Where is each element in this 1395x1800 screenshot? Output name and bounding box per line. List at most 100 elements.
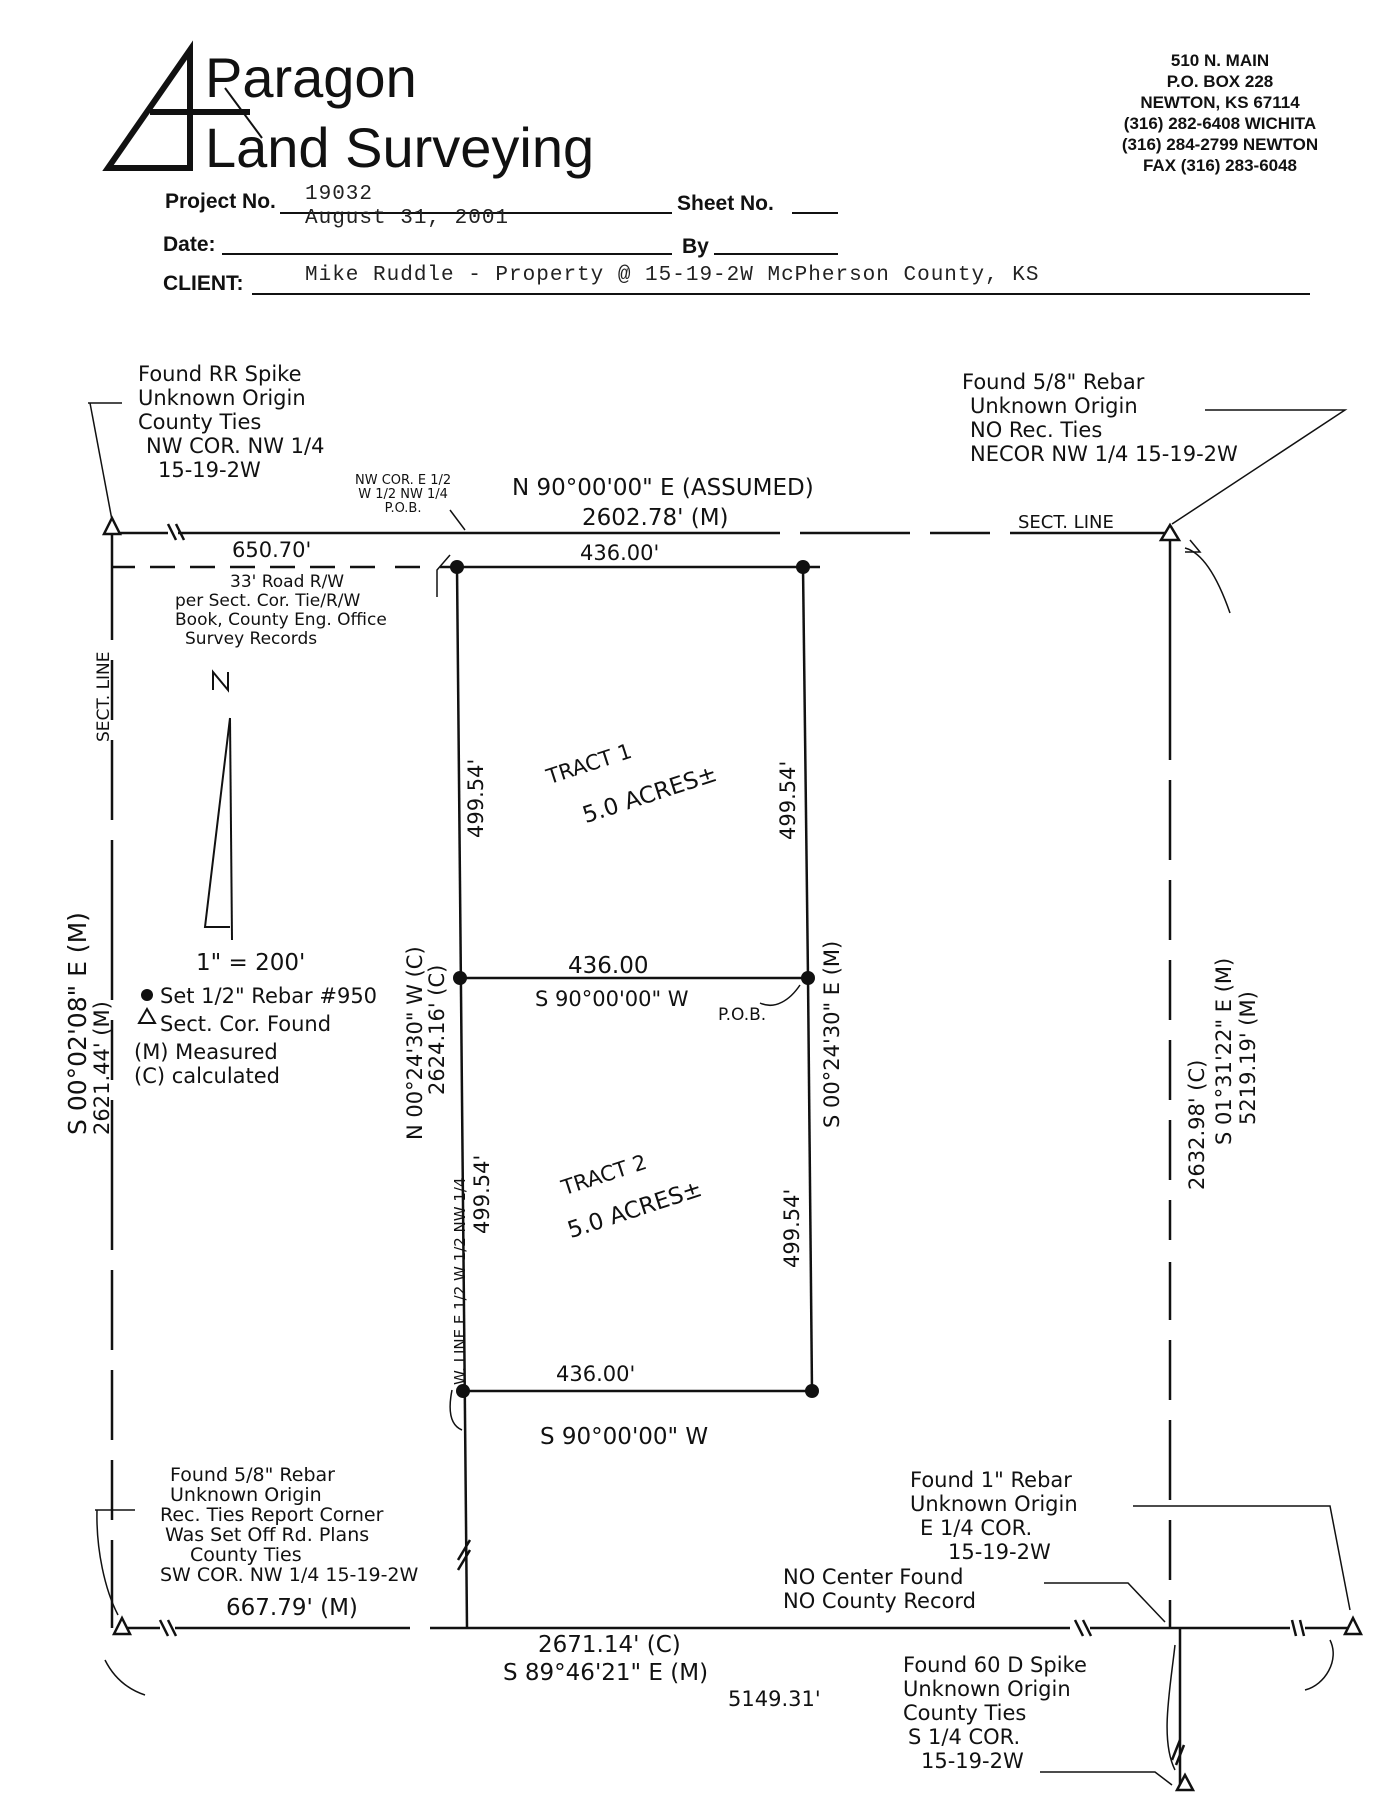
inner-bearing: N 00°24'30" W (C) [403, 946, 427, 1140]
south-distance: 2671.14' (C) [538, 1632, 681, 1658]
south-offset: 667.79' (M) [226, 1595, 358, 1621]
note-line: NW COR. NW 1/4 [146, 434, 325, 458]
note-line: 15-19-2W [158, 458, 261, 482]
note-line: NO County Record [783, 1589, 976, 1613]
west-bearing: S 00°02'08" E (M) [63, 912, 92, 1135]
note-line: Unknown Origin [910, 1492, 1078, 1516]
note-line: Survey Records [185, 629, 318, 649]
south-bearing: S 89°46'21" E (M) [503, 1660, 709, 1686]
note-line: County Ties [903, 1701, 1027, 1725]
note-line: Found 5/8" Rebar [170, 1464, 335, 1486]
pob-mid-label: P.O.B. [718, 1005, 767, 1025]
company-name-line2: Land Surveying [205, 116, 595, 179]
note-line: Book, County Eng. Office [175, 610, 387, 630]
east-section-line [1168, 533, 1182, 1790]
date-label: Date: [163, 233, 216, 256]
note-s-quarter: Found 60 D Spike Unknown Origin County T… [903, 1653, 1087, 1773]
note-line: Unknown Origin [903, 1677, 1071, 1701]
note-line: NECOR NW 1/4 15-19-2W [970, 442, 1238, 466]
legend-set-rebar: Set 1/2" Rebar #950 [160, 984, 378, 1008]
note-e-quarter: Found 1" Rebar Unknown Origin E 1/4 COR.… [910, 1468, 1078, 1564]
note-line: W 1/2 NW 1/4 [358, 487, 448, 502]
legend: Set 1/2" Rebar #950 Sect. Cor. Found (M)… [134, 984, 378, 1088]
west-line-label: W. LINE E 1/2 W 1/2 NW 1/4 [451, 1177, 469, 1385]
tract2-left-distance: 499.54' [470, 1154, 494, 1234]
ne-corner-triangle [1158, 522, 1182, 542]
inner-distance: 2624.16' (C) [425, 964, 449, 1095]
nw-corner-triangle [101, 515, 123, 536]
company-address: 510 N. MAIN P.O. BOX 228 NEWTON, KS 6711… [1100, 50, 1340, 176]
note-ne-corner: Found 5/8" Rebar Unknown Origin NO Rec. … [962, 370, 1238, 466]
date-value[interactable]: August 31, 2001 [305, 207, 510, 230]
note-road-rw: 33' Road R/W per Sect. Cor. Tie/R/W Book… [175, 573, 387, 649]
address-line: NEWTON, KS 67114 [1140, 93, 1300, 112]
note-line: NO Rec. Ties [970, 418, 1103, 442]
note-line: County Ties [190, 1544, 302, 1566]
east-total: 5219.19' (M) [1236, 991, 1260, 1125]
note-center: NO Center Found NO County Record [783, 1565, 976, 1613]
note-nw-corner: Found RR Spike Unknown Origin County Tie… [138, 362, 324, 482]
tract1-north-distance: 436.00' [580, 541, 660, 565]
client-value[interactable]: Mike Ruddle - Property @ 15-19-2W McPher… [305, 264, 1040, 287]
note-line: Unknown Origin [138, 386, 306, 410]
east-distance: 2632.98' (C) [1185, 1059, 1209, 1190]
tract1-left-distance: 499.54' [464, 758, 488, 838]
note-line: Found 5/8" Rebar [962, 370, 1145, 394]
scale-label: 1" = 200' [196, 950, 306, 976]
address-line: (316) 284-2799 NEWTON [1121, 135, 1319, 154]
note-line: E 1/4 COR. [920, 1516, 1033, 1540]
note-line: P.O.B. [384, 501, 422, 516]
project-label: Project No. [165, 190, 276, 213]
nw-offset: 650.70' [232, 538, 312, 562]
tract1-right-distance: 499.54' [776, 760, 800, 840]
north-bearing: N 90°00'00" E (ASSUMED) [512, 475, 814, 501]
north-arrow [203, 717, 231, 928]
project-value[interactable]: 19032 [305, 183, 374, 206]
note-line: NO Center Found [783, 1565, 964, 1589]
north-distance: 2602.78' (M) [582, 505, 729, 531]
set-rebar-points [141, 560, 819, 1398]
note-line: 15-19-2W [948, 1540, 1051, 1564]
note-line: County Ties [138, 410, 262, 434]
mid-bearing: S 90°00'00" W [535, 987, 689, 1011]
note-line: Was Set Off Rd. Plans [165, 1524, 370, 1546]
note-line: 15-19-2W [921, 1749, 1024, 1773]
note-line: Rec. Ties Report Corner [160, 1504, 384, 1526]
e-quarter-triangle [1342, 1615, 1364, 1636]
note-pob-top: NW COR. E 1/2 W 1/2 NW 1/4 P.O.B. [355, 474, 451, 516]
mid-distance: 436.00 [568, 953, 649, 979]
note-line: Found 1" Rebar [910, 1468, 1072, 1492]
address-line: FAX (316) 283-6048 [1142, 156, 1298, 175]
sheet-label: Sheet No. [677, 192, 774, 215]
east-bearing: S 01°31'22" E (M) [1212, 957, 1236, 1145]
address-line: P.O. BOX 228 [1166, 72, 1274, 91]
by-label: By [682, 235, 709, 258]
note-line: SW COR. NW 1/4 15-19-2W [160, 1564, 419, 1586]
note-line: Found 60 D Spike [903, 1653, 1087, 1677]
note-line: Found RR Spike [138, 362, 302, 386]
note-line: S 1/4 COR. [908, 1725, 1021, 1749]
tract2-right-distance: 499.54' [780, 1188, 804, 1268]
tract1-east-line [801, 566, 810, 979]
company-name-line1: Paragon [205, 46, 417, 109]
sw-corner-triangle [111, 1615, 133, 1636]
note-line: NW COR. E 1/2 [355, 473, 452, 488]
note-line: per Sect. Cor. Tie/R/W [175, 591, 361, 611]
west-tract-line [455, 566, 469, 1629]
south-total: 5149.31' [728, 1687, 821, 1711]
address-line: 510 N. MAIN [1170, 51, 1270, 70]
address-line: (316) 282-6408 WICHITA [1123, 114, 1317, 133]
sect-line-top: SECT. LINE [1018, 512, 1114, 533]
bottom-tract-distance: 436.00' [556, 1362, 636, 1386]
s-quarter-triangle [1174, 1772, 1196, 1792]
legend-measured: (M) Measured [134, 1040, 278, 1064]
note-line: 33' Road R/W [230, 572, 345, 592]
tract-right-bearing: S 00°24'30" E (M) [820, 940, 844, 1128]
tract2-east-line [806, 977, 814, 1392]
legend-sect-cor: Sect. Cor. Found [160, 1012, 332, 1036]
note-line: Unknown Origin [970, 394, 1138, 418]
legend-calculated: (C) calculated [134, 1064, 281, 1088]
west-distance: 2621.44' (M) [90, 1001, 114, 1135]
note-line: Unknown Origin [170, 1484, 322, 1506]
